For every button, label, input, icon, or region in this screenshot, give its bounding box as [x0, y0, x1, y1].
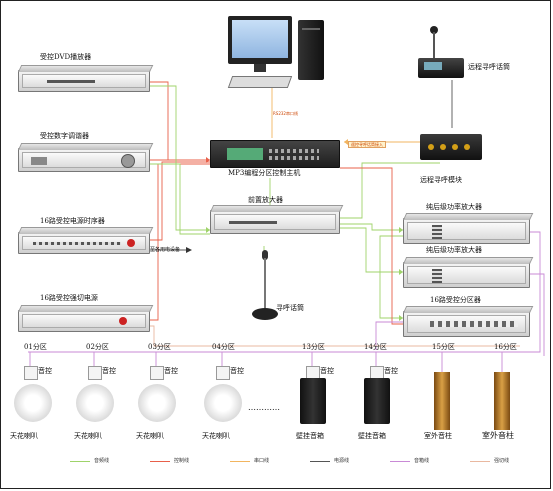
legend-label: 音频线	[94, 458, 110, 464]
legend-swatch	[470, 461, 490, 462]
speaker-label: 壁挂音箱	[358, 432, 386, 440]
ceiling-speaker-icon	[14, 384, 52, 422]
ceiling-speaker-icon	[138, 384, 176, 422]
wall-speaker-icon	[300, 378, 326, 424]
amp-2-label: 纯后级功率放大器	[426, 246, 482, 254]
remote-module-label: 远程寻呼模块	[420, 176, 462, 184]
outdoor-column-icon	[434, 372, 450, 430]
legend-label: 控制线	[174, 458, 190, 464]
volume-control-icon	[150, 366, 164, 380]
control-line-sequencer	[150, 161, 210, 241]
legend-label: 电源线	[334, 458, 350, 464]
sequencer-unit	[18, 227, 154, 254]
switch-power-unit	[18, 305, 154, 332]
amp-1-unit	[403, 213, 534, 244]
wall-speaker-icon	[364, 378, 390, 424]
dvd-player-unit	[18, 65, 154, 92]
legend-swatch	[230, 461, 250, 462]
speaker-label: 壁挂音箱	[296, 432, 324, 440]
force-line	[150, 325, 520, 347]
zone-label: 14分区	[364, 343, 387, 351]
legend-swatch	[390, 461, 410, 462]
arrow-head-icon	[186, 247, 192, 253]
speaker-line-amp2	[530, 273, 545, 356]
remote-mic-icon	[418, 26, 468, 82]
audio-line-preamp-amp2	[340, 227, 403, 273]
legend-label: 串口线	[254, 458, 270, 464]
sequencer-label: 16路受控电源时序器	[40, 217, 105, 225]
speaker-label: 天花喇叭	[136, 432, 164, 440]
volume-control-label: 音控	[38, 367, 52, 375]
audio-line-preamp-amp1	[340, 223, 403, 231]
mp3-host-unit	[210, 140, 340, 168]
speaker-label: 室外音柱	[482, 431, 514, 440]
ceiling-speaker-icon	[76, 384, 114, 422]
pre-amp-label: 前置放大器	[248, 196, 283, 204]
legend-swatch	[310, 461, 330, 462]
zone-label: 13分区	[302, 343, 325, 351]
volume-control-icon	[24, 366, 38, 380]
control-line-switch	[150, 163, 210, 321]
zone-label: 01分区	[24, 343, 47, 351]
tuner-unit	[18, 143, 154, 172]
remote-mic-note: 遥控寻呼话筒接入	[348, 141, 386, 148]
zone-label: 03分区	[148, 343, 171, 351]
computer-icon	[227, 16, 328, 96]
aux-note: 至各用电设备	[150, 247, 181, 253]
control-line-dvd	[150, 81, 210, 161]
amp-2-unit	[403, 257, 534, 288]
remote-module-icon	[420, 128, 484, 164]
paging-mic-icon	[248, 250, 288, 326]
switch-power-label: 16路受控强切电源	[40, 294, 98, 302]
volume-control-label: 音控	[230, 367, 244, 375]
tuner-label: 受控数字调谐器	[40, 132, 89, 140]
legend-swatch	[150, 461, 170, 462]
zone-selector-label: 16路受控分区器	[430, 296, 481, 304]
audio-line-amp1-zone	[379, 235, 403, 319]
volume-control-label: 音控	[164, 367, 178, 375]
speaker-label: 室外音柱	[424, 432, 452, 440]
outdoor-column-icon	[494, 372, 510, 430]
zone-label: 02分区	[86, 343, 109, 351]
pc-link-note: RS232串口线	[273, 111, 298, 116]
remote-mic-label: 远程寻呼话筒	[468, 63, 510, 71]
ceiling-speaker-icon	[204, 384, 242, 422]
volume-control-label: 音控	[320, 367, 334, 375]
dvd-label: 受控DVD播放器	[40, 53, 92, 61]
zone-label: 16分区	[494, 343, 517, 351]
volume-control-icon	[88, 366, 102, 380]
pre-amp-unit	[210, 205, 344, 234]
zone-selector-unit	[403, 306, 534, 337]
zone-label: 04分区	[212, 343, 235, 351]
speaker-label: 天花喇叭	[10, 432, 38, 440]
audio-line-dvd	[150, 85, 210, 231]
audio-line-tuner	[150, 163, 210, 235]
speaker-line-amp1	[28, 231, 541, 353]
volume-control-label: 音控	[102, 367, 116, 375]
speaker-label: 天花喇叭	[202, 432, 230, 440]
zone-label: 15分区	[432, 343, 455, 351]
control-line-host-zone	[340, 167, 403, 325]
speaker-label: 天花喇叭	[74, 432, 102, 440]
paging-mic-label: 寻呼话筒	[276, 304, 304, 312]
volume-control-label: 音控	[384, 367, 398, 375]
legend-label: 音箱线	[414, 458, 430, 464]
audio-line-remote-module	[340, 162, 440, 219]
amp-1-label: 纯后级功率放大器	[426, 203, 482, 211]
legend-label: 强切线	[494, 458, 510, 464]
speaker-line-zone	[375, 321, 403, 350]
ellipsis: …………	[248, 403, 280, 412]
volume-control-icon	[216, 366, 230, 380]
mp3-host-label: MP3编程分区控制主机	[228, 169, 301, 177]
legend-swatch	[70, 461, 90, 462]
